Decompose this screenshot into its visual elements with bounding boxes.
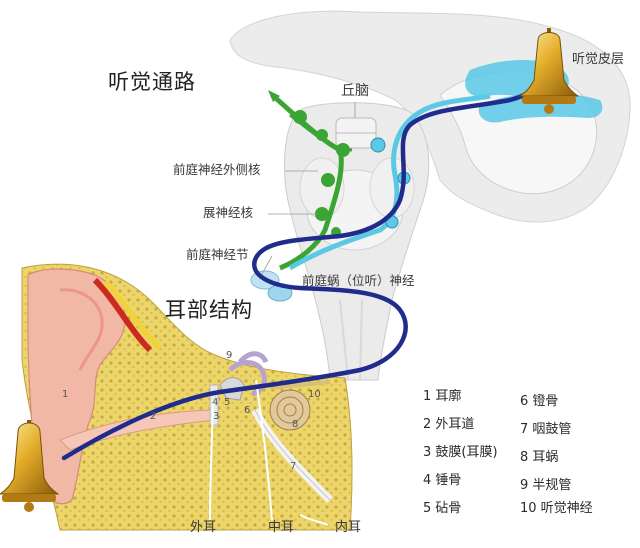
legend-item: 6 镫骨	[520, 394, 559, 409]
ear-cross-section	[21, 263, 353, 531]
vestibulocochlear-nerve-label: 前庭蜗（位听）神经	[302, 273, 415, 288]
ear-structure-title: 耳部结构	[165, 298, 253, 322]
region-dividers	[209, 379, 329, 526]
part-number: 8	[292, 419, 299, 430]
middle-ear-label: 中耳	[268, 520, 295, 535]
legend-item: 10 听觉神经	[520, 501, 593, 516]
pathway-title: 听觉通路	[108, 70, 196, 94]
part-number: 9	[226, 350, 233, 361]
part-number: 10	[308, 389, 321, 400]
lateral-vestibular-nucleus-label: 前庭神经外侧核	[173, 162, 261, 177]
legend-item: 7 咽鼓管	[520, 422, 572, 437]
part-number: 5	[224, 397, 231, 408]
thalamus-body	[335, 117, 377, 149]
part-number: 2	[150, 411, 157, 422]
part-number: 4	[212, 397, 219, 408]
thalamus-label: 丘脑	[341, 83, 369, 99]
vestibular-ganglion-label: 前庭神经节	[186, 247, 249, 262]
part-number: 1	[62, 389, 69, 400]
inner-ear-label: 内耳	[335, 520, 362, 535]
leader-lines	[261, 102, 356, 275]
legend-item: 9 半规管	[520, 478, 572, 493]
legend-item: 1 耳廓	[423, 389, 462, 404]
legend-item: 3 鼓膜(耳膜)	[423, 445, 498, 460]
auditory-pathway-line	[61, 79, 548, 461]
vestibular-nerve-green	[268, 90, 353, 271]
bell-icon	[518, 28, 580, 114]
part-number: 6	[244, 405, 251, 416]
legend-item: 5 砧骨	[423, 501, 462, 516]
legend-item: 2 外耳道	[423, 417, 475, 432]
part-number: 7	[290, 461, 297, 472]
legend-item: 4 锤骨	[423, 473, 462, 488]
part-number: 3	[213, 411, 220, 422]
auditory-cortex-label: 听觉皮层	[572, 52, 625, 67]
cochlea-spiral	[269, 389, 311, 431]
bell-icon	[0, 420, 60, 512]
abducens-nucleus-label: 展神经核	[203, 205, 254, 220]
legend-item: 8 耳蜗	[520, 450, 559, 465]
outer-ear-label: 外耳	[190, 520, 217, 535]
